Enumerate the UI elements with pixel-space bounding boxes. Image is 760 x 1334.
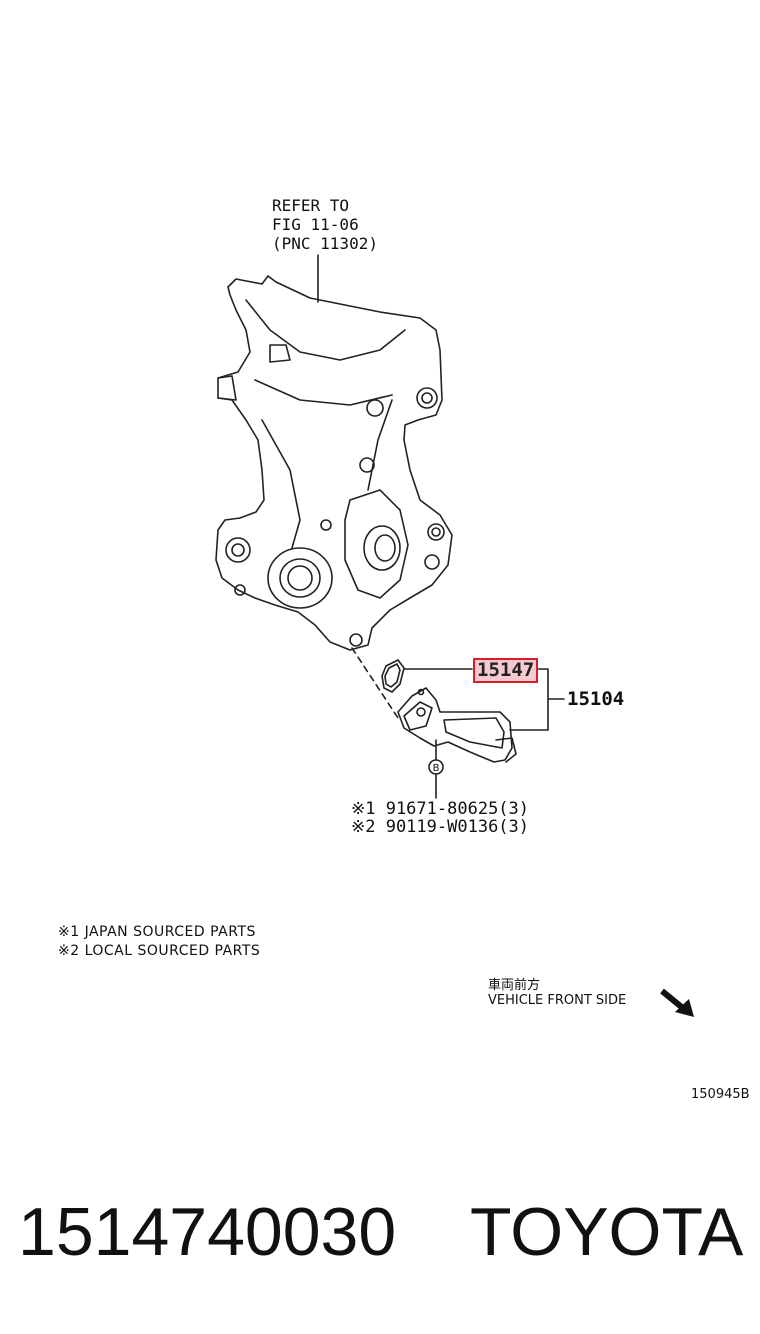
cover-rib-left [261,419,301,549]
strainer-bolt-hole [417,688,425,696]
pump-housing [344,489,409,599]
mounting-boss [234,584,246,596]
part-number-15147-highlight[interactable]: 15147 [473,658,539,683]
mounting-boss [231,543,245,557]
cover-rib-right [367,399,393,491]
timing-cover-outline [215,275,453,651]
oil-strainer-15104 [397,687,513,763]
assembly-guide-line [351,647,399,719]
footer-part-number: 1514740030 [18,1194,397,1270]
vehicle-front-arrow-icon [660,988,694,1017]
pump-bore [374,534,396,562]
crankshaft-seal-bore [287,565,313,591]
callout-b-circle [428,759,444,775]
mounting-boss [320,519,332,531]
note-local-sourced: ※2 LOCAL SOURCED PARTS [58,943,261,959]
bolt-part-line-2: ※2 90119-W0136(3) [351,817,530,837]
mounting-boss [431,527,441,537]
bolt-part-line-1: ※1 91671-80625(3) [351,799,530,819]
strainer-flange [403,701,433,731]
crankshaft-seal-bore [279,558,321,598]
strainer-screen [443,717,505,749]
cover-rib-mid [254,379,393,406]
part-number-15104[interactable]: 15104 [567,688,625,710]
mounting-boss [427,523,445,541]
cover-tab-left [217,375,237,401]
cover-rib-diag [269,344,291,363]
mounting-boss [424,554,440,570]
pump-bore [363,525,401,571]
footer-brand: TOYOTA [470,1194,744,1270]
gasket-15147 [381,659,405,693]
figure-code: 150945B [691,1087,750,1102]
refer-to-label: REFER TO FIG 11-06 (PNC 11302) [272,196,378,253]
mounting-boss [225,537,251,563]
mounting-boss [416,387,438,409]
crankshaft-seal-bore [267,547,333,609]
gasket-15147-inner [384,663,401,688]
mounting-boss [366,399,384,417]
vehicle-front-label-jp: 車両前方 [488,978,541,993]
mounting-boss [349,633,363,647]
note-japan-sourced: ※1 JAPAN SOURCED PARTS [58,924,256,940]
mounting-boss [359,457,375,473]
vehicle-front-label: VEHICLE FRONT SIDE [488,993,627,1008]
strainer-tube [495,737,517,763]
strainer-bolt-hole [416,707,426,717]
callout-b-letter: B [433,763,440,774]
mounting-boss [421,392,433,404]
cover-rib-upper [245,299,406,361]
